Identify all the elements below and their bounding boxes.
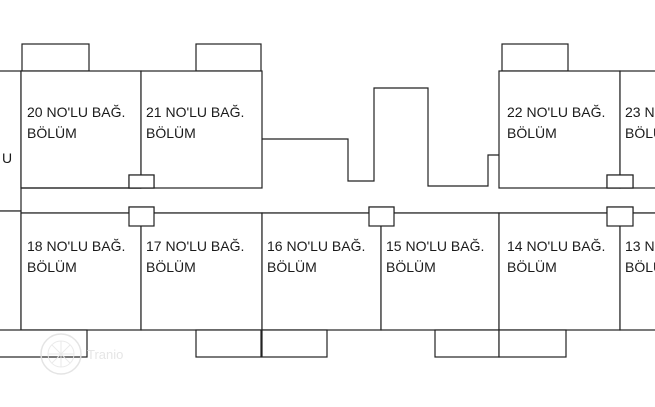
unit-20-label-line2: BÖLÜM (27, 124, 77, 141)
balcony-top-21 (195, 43, 262, 72)
unit-21-label-line2: BÖLÜM (146, 124, 196, 141)
unit-15-label-line2: BÖLÜM (386, 258, 436, 275)
unit-left-partial-top (0, 70, 22, 212)
unit-13-label-line2: BÖLÜM (625, 258, 655, 275)
unit-23-label-line1: 23 NO'LU BAĞ. (625, 104, 655, 120)
balcony-bottom-16 (261, 329, 328, 358)
unit-18[interactable] (20, 212, 142, 331)
unit-14-label-line2: BÖLÜM (507, 258, 557, 275)
unit-20[interactable] (20, 70, 142, 189)
unit-23-label-line2: BÖLÜM (625, 124, 655, 141)
unit-22[interactable] (498, 70, 621, 189)
watermark-logo-icon (40, 333, 82, 375)
unit-13-label-line1: 13 NO'LU BAĞ. (625, 238, 655, 254)
unit-left-partial-bottom (0, 210, 22, 332)
connector-top-20-21-cover (128, 174, 155, 189)
unit-15-label-line1: 15 NO'LU BAĞ. (386, 238, 484, 254)
unit-21-label-line1: 21 NO'LU BAĞ. (146, 104, 244, 120)
unit-13[interactable] (619, 212, 655, 331)
unit-left-fragment-label: U (2, 150, 12, 166)
unit-17-label-line1: 17 NO'LU BAĞ. (146, 238, 244, 254)
unit-17[interactable] (140, 212, 263, 331)
connector-bottom-14-13-cover (606, 206, 634, 227)
unit-17-label-line2: BÖLÜM (146, 258, 196, 275)
unit-22-label-line1: 22 NO'LU BAĞ. (507, 104, 605, 120)
unit-14[interactable] (498, 212, 621, 331)
unit-23[interactable] (619, 70, 655, 189)
unit-21[interactable] (140, 70, 263, 189)
balcony-bottom-15 (434, 329, 500, 358)
unit-20-label-line1: 20 NO'LU BAĞ. (27, 104, 125, 120)
watermark-text: Tranio (87, 347, 123, 362)
unit-22-label-line2: BÖLÜM (507, 124, 557, 141)
core-outline (262, 87, 499, 187)
unit-16-label-line2: BÖLÜM (267, 258, 317, 275)
unit-14-label-line1: 14 NO'LU BAĞ. (507, 238, 605, 254)
balcony-bottom-14 (498, 329, 567, 358)
balcony-bottom-17 (195, 329, 262, 358)
connector-bottom-18-17-cover (128, 206, 155, 227)
unit-16-label-line1: 16 NO'LU BAĞ. (267, 238, 365, 254)
unit-18-label-line2: BÖLÜM (27, 258, 77, 275)
balcony-top-20 (21, 43, 90, 72)
balcony-top-22 (501, 43, 569, 72)
connector-bottom-16-15-cover (368, 206, 395, 227)
connector-top-22-23-cover (606, 174, 634, 189)
unit-18-label-line1: 18 NO'LU BAĞ. (27, 238, 125, 254)
